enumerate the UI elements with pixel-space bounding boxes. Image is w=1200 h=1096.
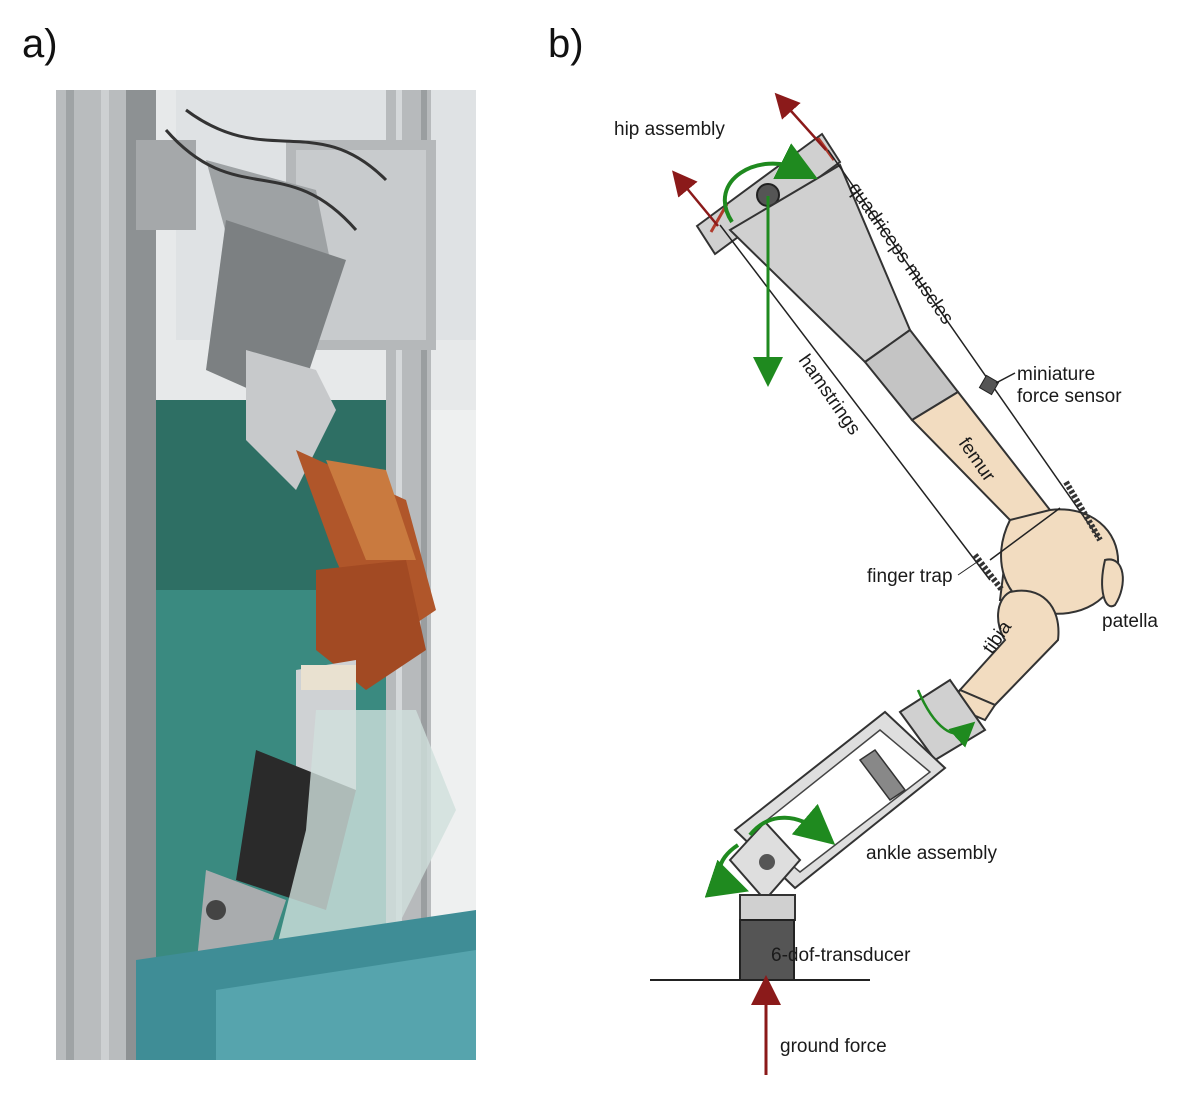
hip-assembly-label: hip assembly bbox=[614, 119, 725, 140]
panel-label-a: a) bbox=[22, 22, 58, 66]
quadriceps-force-arrow bbox=[774, 92, 827, 151]
quadriceps-line bbox=[827, 149, 1101, 541]
force-sensor bbox=[978, 374, 1000, 396]
ankle-assembly bbox=[728, 820, 802, 921]
tibia-bone bbox=[948, 589, 1060, 722]
hamstrings-label: hamstrings bbox=[794, 351, 865, 439]
ankle-assembly-label: ankle assembly bbox=[866, 843, 997, 864]
ankle-rotation-arrow-top bbox=[748, 803, 836, 845]
patella-label: patella bbox=[1102, 611, 1158, 632]
patella-bone bbox=[1101, 558, 1124, 608]
femur-cut-line bbox=[989, 507, 1061, 561]
femur-holder bbox=[728, 163, 960, 422]
ground-force-label: ground force bbox=[780, 1036, 887, 1057]
hamstring-force-arrow bbox=[672, 170, 719, 227]
hamstrings-line bbox=[719, 224, 991, 581]
panel-label-b: b) bbox=[548, 22, 584, 66]
knee-rig-photograph bbox=[56, 90, 476, 1060]
force-sensor-label: force sensor bbox=[1017, 386, 1122, 407]
hip-rotation-arrow bbox=[723, 143, 818, 224]
tibia-rotation-arrow bbox=[916, 689, 976, 748]
transducer-block bbox=[739, 919, 795, 981]
ankle-rotation-arrow-left bbox=[704, 843, 749, 898]
finger-trap-label: finger trap bbox=[867, 566, 953, 587]
transducer-label: 6-dof-transducer bbox=[771, 945, 911, 966]
femur-bone bbox=[910, 390, 1120, 615]
finger-trap-quadriceps bbox=[1063, 480, 1103, 542]
miniature-label: miniature bbox=[1017, 364, 1095, 385]
